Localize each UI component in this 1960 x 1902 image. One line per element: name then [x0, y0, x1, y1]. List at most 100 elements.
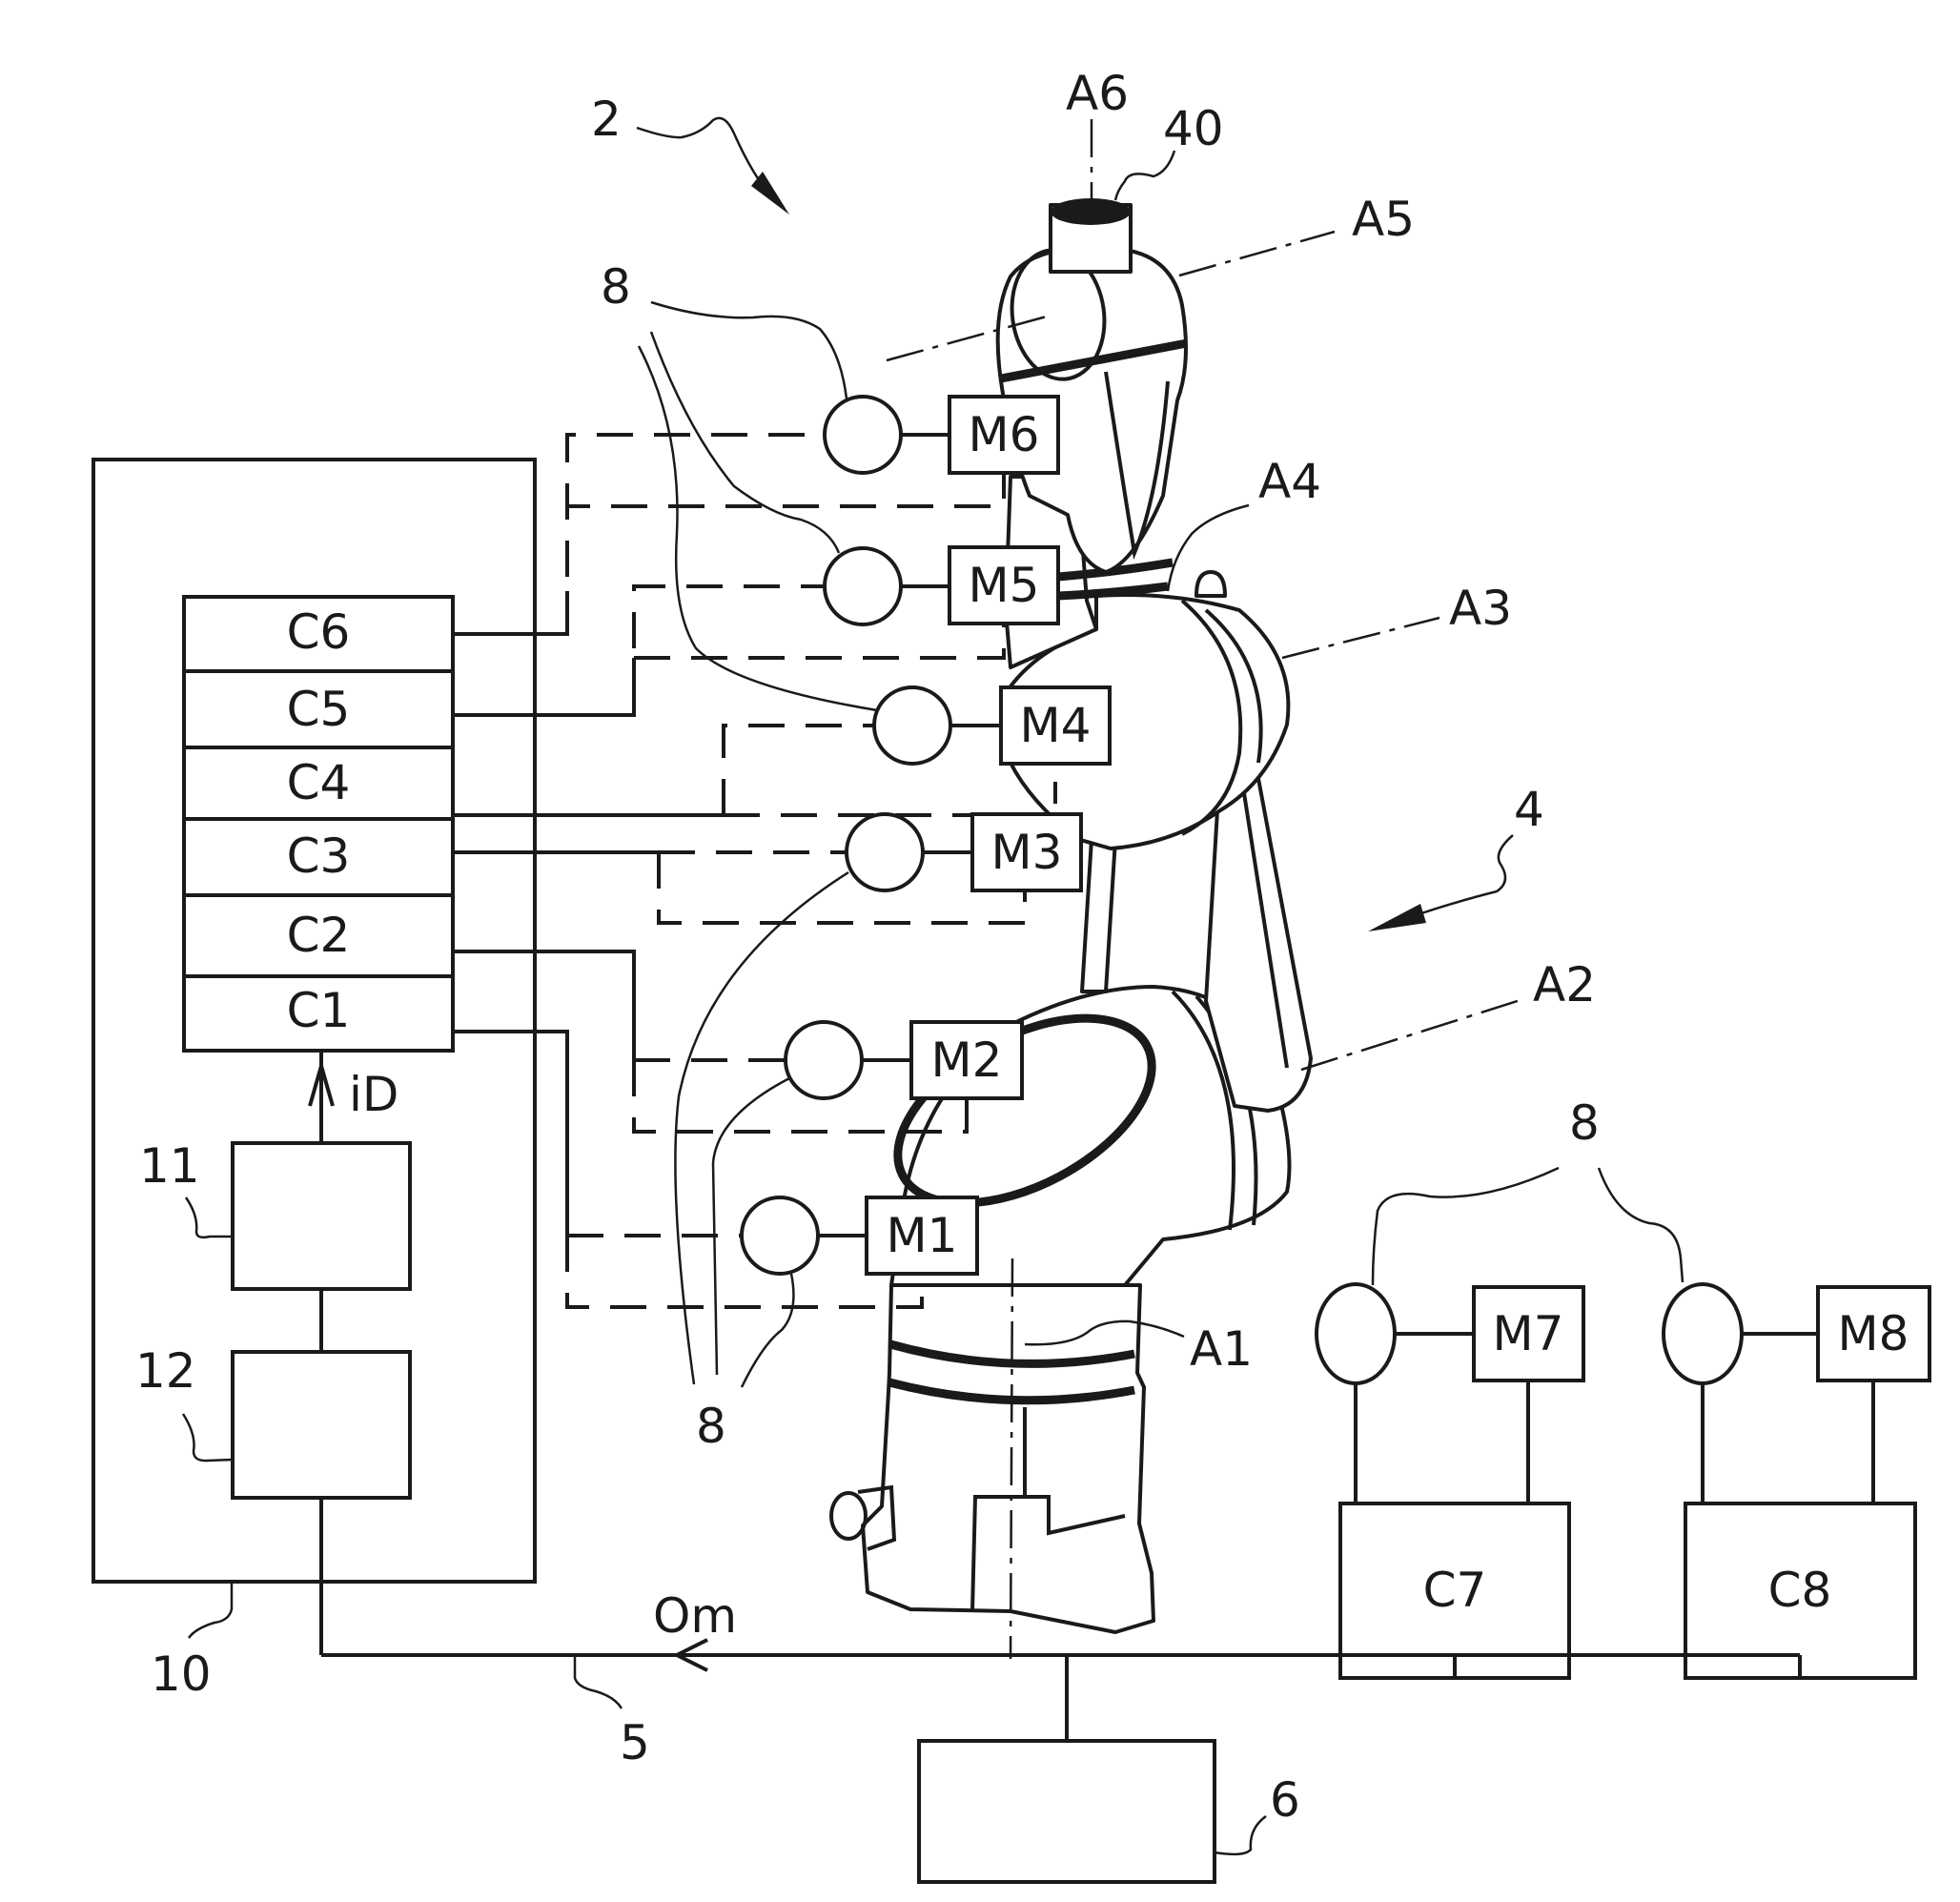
tool-flange-40 [1051, 198, 1131, 225]
label-4: 4 [1514, 782, 1544, 837]
label-12: 12 [135, 1343, 196, 1399]
signal-om-label: Om [653, 1588, 737, 1644]
motor-m4-label: M4 [1020, 698, 1092, 753]
controller-c2[interactable]: C2 [287, 908, 351, 963]
motor-m2-label: M2 [931, 1033, 1003, 1088]
block-12[interactable] [231, 1350, 412, 1500]
motor-m3-label: M3 [991, 825, 1063, 880]
reference-labels: 2 4 A6 40 A5 A4 A3 A2 A1 [591, 66, 1596, 1377]
leader-8-to-sensor-1 [740, 1273, 795, 1388]
wire-c6-signal [565, 433, 825, 577]
wrist-ring [1057, 558, 1174, 582]
leader-12 [181, 1413, 234, 1462]
signal-id-label: iD [349, 1067, 398, 1122]
motor-m3[interactable] [970, 812, 1083, 892]
elbow-ring [1180, 599, 1243, 836]
axis-a5-label: A5 [1352, 192, 1415, 247]
wrist-inner [1104, 371, 1170, 561]
motor-m5[interactable] [948, 545, 1060, 625]
label-8-top: 8 [601, 259, 631, 315]
sensor-3[interactable] [845, 812, 925, 892]
forearm [1080, 837, 1117, 993]
controller-c3[interactable]: C3 [287, 828, 351, 884]
motor-m7-label: M7 [1493, 1306, 1564, 1361]
wire-c4-feedback [724, 782, 1057, 817]
axis-a1-label: A1 [1190, 1321, 1253, 1377]
control-unit-10: C6 C5 C4 C3 C2 C1 iD 11 12 10 [92, 458, 537, 1702]
controller-c4[interactable]: C4 [287, 755, 351, 810]
axis-a3-line [1281, 616, 1440, 660]
controller-c8[interactable] [1684, 1502, 1917, 1680]
controller-c5[interactable]: C5 [287, 682, 351, 737]
leader-10 [187, 1582, 234, 1639]
wrist-ring-2 [1057, 582, 1169, 601]
bus-arrow-head [672, 1638, 708, 1672]
control-unit-box [92, 458, 537, 1584]
leader-8-to-sensor-4 [637, 345, 878, 712]
leader-a1 [1024, 1319, 1185, 1346]
label-8-right: 8 [1569, 1095, 1600, 1151]
sensor-1[interactable] [740, 1196, 820, 1276]
base-connector-body [857, 1484, 897, 1551]
controller-c6[interactable]: C6 [287, 604, 351, 660]
motor-m7[interactable] [1472, 1285, 1585, 1382]
bus-5: Om 5 6 [321, 1588, 1800, 1884]
arrow-2-shaft [636, 116, 775, 201]
label-8-bottom: 8 [696, 1399, 726, 1454]
controller-c8-label: C8 [1768, 1563, 1832, 1618]
leader-6 [1214, 1814, 1267, 1856]
controller-c7-label: C7 [1423, 1563, 1487, 1618]
axis-a4-label: A4 [1258, 454, 1321, 509]
motor-m4[interactable] [999, 685, 1112, 766]
wire-c2-feedback [632, 1060, 969, 1134]
wire-c5 [453, 658, 636, 717]
sensor-8[interactable] [1662, 1282, 1744, 1385]
leader-8-to-sensor-7 [1371, 1166, 1560, 1286]
label-11: 11 [139, 1138, 200, 1194]
wire-c5-signal [632, 584, 825, 648]
motor-m2[interactable] [909, 1020, 1024, 1100]
wrist-head [995, 248, 1188, 574]
leader-5 [573, 1655, 623, 1709]
wire-c6 [453, 591, 569, 636]
label-40: 40 [1163, 101, 1224, 156]
label-10: 10 [151, 1646, 212, 1702]
robot-arm [829, 198, 1313, 1634]
sensor-6[interactable] [823, 395, 903, 475]
arrow-2-head [751, 172, 789, 215]
controller-c1[interactable]: C1 [287, 983, 351, 1038]
base-ring-upper [888, 1340, 1135, 1368]
controller-c7[interactable] [1338, 1502, 1571, 1680]
motor-m6-label: M6 [969, 407, 1040, 462]
block-11[interactable] [231, 1141, 412, 1291]
robot-base [861, 1283, 1155, 1634]
wiring [453, 433, 1057, 1309]
motor-m1[interactable] [865, 1196, 979, 1276]
elbow-ring-2 [1204, 608, 1263, 764]
motor-m6[interactable] [948, 395, 1060, 475]
leader-11 [184, 1196, 233, 1239]
label-5: 5 [620, 1715, 650, 1770]
axis-a1-line [1009, 1258, 1014, 1660]
sensor-2[interactable] [784, 1020, 864, 1100]
id-arrow-head [308, 1058, 335, 1107]
axis-a3-label: A3 [1449, 581, 1512, 636]
sensor-4[interactable] [872, 685, 952, 766]
leader-8-to-sensor-5 [649, 331, 841, 554]
axis-lines [886, 119, 1524, 1660]
axis-a2-line [1300, 997, 1524, 1072]
sensor-leaders: 8 8 8 [601, 259, 1684, 1454]
shoulder-band [1171, 990, 1235, 1231]
motor-m8-label: M8 [1838, 1306, 1909, 1361]
sensor-7[interactable] [1315, 1282, 1397, 1385]
leader-a4 [1166, 503, 1250, 592]
external-unit-6[interactable] [917, 1739, 1216, 1884]
base-front-panel [970, 1495, 1126, 1612]
motor-m1-label: M1 [887, 1208, 958, 1263]
axis-a5-line-right [1178, 230, 1336, 277]
wire-c1-feedback [565, 1236, 924, 1309]
leader-8-to-sensor-2 [711, 1075, 792, 1376]
sensor-5[interactable] [823, 546, 903, 626]
wire-c3-feedback [657, 852, 1027, 925]
axis-a5-line [886, 313, 1054, 362]
